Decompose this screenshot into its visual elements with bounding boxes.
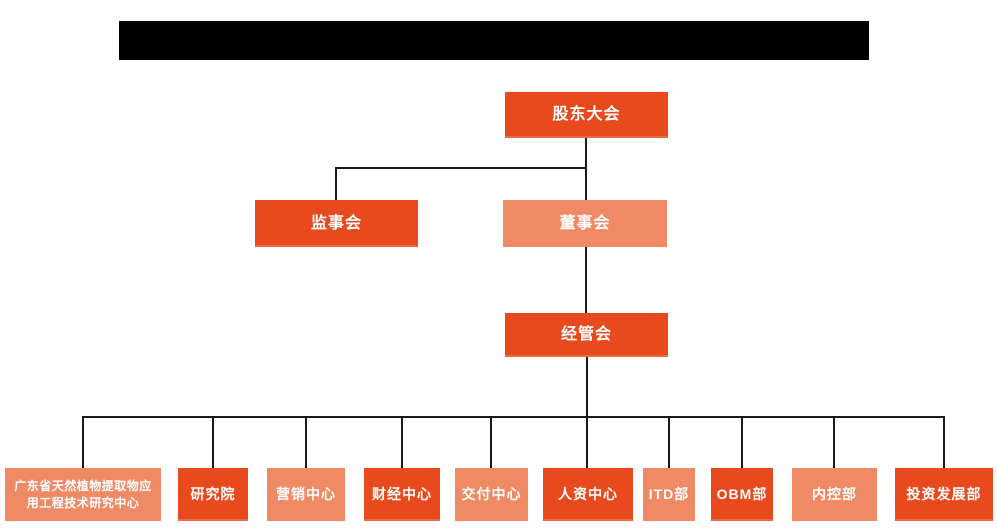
- node-label: 研究院: [190, 486, 236, 503]
- node-label: 经管会: [560, 326, 612, 344]
- node-label: 监事会: [310, 214, 362, 232]
- node-dept-itd: ITD部: [643, 468, 695, 521]
- connector-drop-dept-3: [305, 416, 307, 469]
- connector-drop-dept-8: [741, 416, 743, 469]
- node-label: 广东省天然植物提取物应 用工程技术研究中心: [14, 479, 152, 510]
- node-dept-internal-control: 内控部: [792, 468, 877, 521]
- node-label: 内控部: [812, 486, 857, 503]
- connector-drop-dept-10: [943, 416, 945, 469]
- node-label: 投资发展部: [906, 486, 982, 503]
- connector-drop-dept-4: [401, 416, 403, 469]
- node-dept-research-center: 广东省天然植物提取物应 用工程技术研究中心: [5, 468, 161, 521]
- node-dept-finance-center: 财经中心: [364, 468, 440, 521]
- node-board-of-directors: 董事会: [503, 200, 667, 247]
- connector-directors-to-management: [585, 247, 587, 313]
- node-dept-investment-development: 投资发展部: [895, 468, 993, 521]
- node-dept-obm: OBM部: [711, 468, 773, 521]
- node-label: OBM部: [716, 486, 768, 503]
- node-dept-delivery-center: 交付中心: [455, 468, 528, 521]
- node-label: 营销中心: [276, 486, 336, 503]
- node-dept-research-institute: 研究院: [178, 468, 248, 521]
- redacted-title-bar: [119, 21, 869, 60]
- connector-management-riser: [586, 357, 588, 469]
- node-label: 人资中心: [558, 486, 618, 503]
- node-label: ITD部: [648, 486, 690, 503]
- node-label: 董事会: [559, 214, 611, 232]
- connector-drop-dept-5: [490, 416, 492, 469]
- connector-drop-dept-7: [668, 416, 670, 469]
- node-label: 财经中心: [372, 486, 432, 503]
- node-management-committee: 经管会: [505, 313, 668, 357]
- connector-drop-dept-9: [833, 416, 835, 469]
- node-label: 股东大会: [552, 106, 621, 124]
- node-dept-hr-center: 人资中心: [543, 468, 633, 521]
- node-shareholders-meeting: 股东大会: [505, 92, 668, 138]
- connector-drop-dept-1: [82, 416, 84, 469]
- node-label: 交付中心: [461, 486, 522, 503]
- connector-branch-supervisors: [336, 167, 587, 169]
- connector-drop-supervisors: [335, 167, 337, 201]
- node-dept-marketing-center: 营销中心: [267, 468, 345, 521]
- connector-root-to-directors: [585, 138, 587, 201]
- connector-distribution-line: [83, 416, 944, 418]
- node-board-of-supervisors: 监事会: [255, 200, 418, 247]
- connector-drop-dept-2: [212, 416, 214, 469]
